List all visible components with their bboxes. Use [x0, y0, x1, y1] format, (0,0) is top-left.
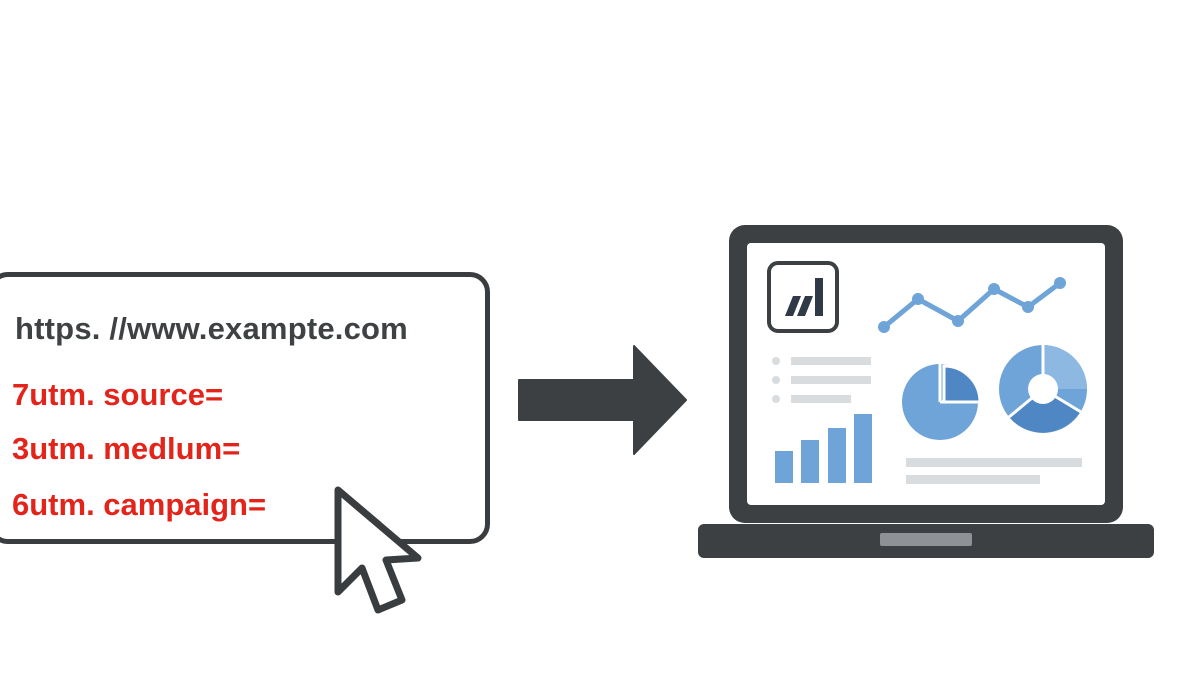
mouse-pointer-icon — [334, 486, 422, 614]
utm-source-param: 7utm. source= — [12, 377, 224, 412]
url-text: https. //www.exampte.com — [15, 311, 408, 346]
url-box: https. //www.exampte.com 7utm. source= 3… — [0, 272, 490, 544]
list-placeholder — [772, 357, 871, 403]
donut-chart-icon — [999, 345, 1087, 433]
arrow-right-icon — [518, 345, 687, 455]
bar-chart-icon — [775, 414, 872, 483]
utm-campaign-param: 6utm. campaign= — [12, 487, 267, 522]
utm-medium-param: 3utm. medlum= — [12, 431, 241, 466]
laptop-notch — [880, 533, 972, 546]
text-placeholder — [906, 458, 1082, 484]
pie-chart-icon — [902, 364, 982, 440]
analytics-logo-icon — [767, 261, 839, 333]
line-chart-icon — [878, 277, 1066, 333]
